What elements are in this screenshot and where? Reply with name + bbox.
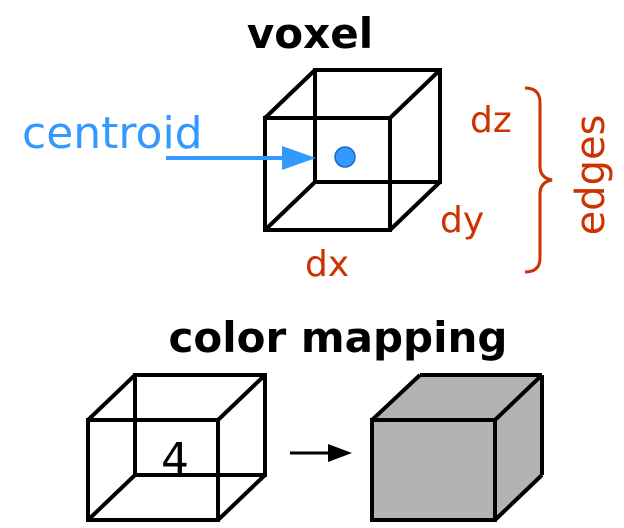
- color-mapping-title: color mapping: [169, 313, 508, 362]
- wireframe-cube: [86, 373, 267, 522]
- voxel-title: voxel: [247, 9, 373, 58]
- edges-brace: [524, 86, 553, 274]
- centroid-arrow: [166, 146, 316, 170]
- centroid-label: centroid: [22, 108, 203, 159]
- filled-cube: [370, 373, 544, 522]
- edge-dx-label: dx: [305, 244, 349, 285]
- voxel-cube: [263, 68, 442, 232]
- mapping-arrow: [290, 444, 352, 462]
- voxel-value: 4: [161, 434, 189, 485]
- edges-label: edges: [568, 115, 614, 236]
- edge-dz-label: dz: [470, 100, 512, 141]
- centroid-dot: [334, 146, 356, 168]
- edge-dy-label: dy: [440, 200, 484, 241]
